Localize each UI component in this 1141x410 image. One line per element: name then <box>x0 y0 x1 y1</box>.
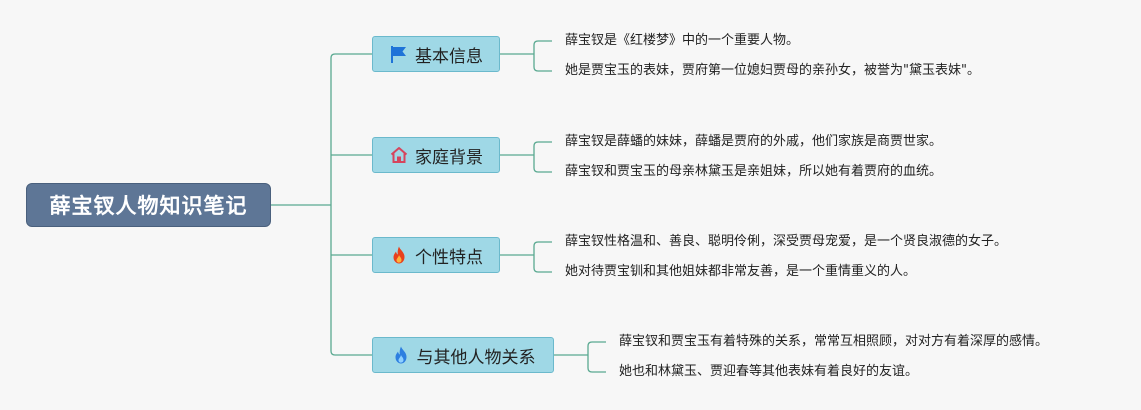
branch-label: 基本信息 <box>415 46 483 67</box>
house-icon <box>389 145 409 165</box>
connector-trunk <box>330 53 336 356</box>
leaf-personality-2: 她对待贾宝钏和其他姐妹都非常友善，是一个重情重义的人。 <box>565 264 917 279</box>
branch-relationships[interactable]: 与其他人物关系 <box>372 337 554 373</box>
leaf-basic-info-2: 她是贾宝玉的表妹，贾府第一位媳妇贾母的亲孙女，被誉为"黛玉表妹"。 <box>565 63 980 78</box>
connector-leaf-4 <box>554 341 606 373</box>
branch-label: 个性特点 <box>415 247 483 268</box>
leaf-family-2: 薛宝钗和贾宝玉的母亲林黛玉是亲姐妹，所以她有着贾府的血统。 <box>565 164 943 179</box>
connector-leaf-1 <box>500 40 552 72</box>
branch-label: 家庭背景 <box>415 147 483 168</box>
fire-icon <box>389 245 409 265</box>
flag-icon <box>389 44 409 64</box>
root-title: 薛宝钗人物知识笔记 <box>49 194 248 218</box>
branch-basic-info[interactable]: 基本信息 <box>372 36 500 72</box>
leaf-relationships-1: 薛宝钗和贾宝玉有着特殊的关系，常常互相照顾，对对方有着深厚的感情。 <box>619 334 1049 349</box>
branch-label: 与其他人物关系 <box>416 347 536 368</box>
connector-leaf-2 <box>500 141 552 173</box>
leaf-basic-info-1: 薛宝钗是《红楼梦》中的一个重要人物。 <box>565 33 800 48</box>
leaf-relationships-2: 她也和林黛玉、贾迎春等其他表妹有着良好的友谊。 <box>619 364 919 379</box>
branch-personality[interactable]: 个性特点 <box>372 237 500 273</box>
leaf-personality-1: 薛宝钗性格温和、善良、聪明伶俐，深受贾母宠爱，是一个贤良淑德的女子。 <box>565 234 1008 249</box>
branch-family-background[interactable]: 家庭背景 <box>372 137 500 173</box>
leaf-family-1: 薛宝钗是薛蟠的妹妹，薛蟠是贾府的外戚，他们家族是商贾世家。 <box>565 134 943 149</box>
flame-icon <box>391 345 411 365</box>
connector-leaf-3 <box>500 241 552 273</box>
root-node[interactable]: 薛宝钗人物知识笔记 <box>26 183 271 227</box>
